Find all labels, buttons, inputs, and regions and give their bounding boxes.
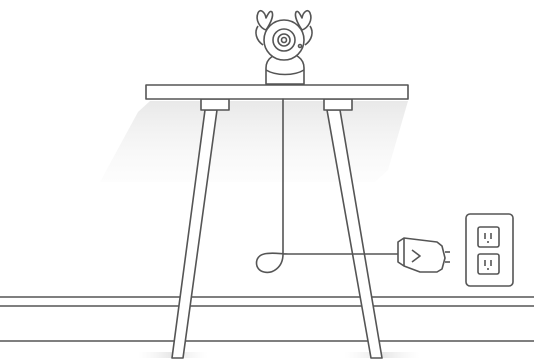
wall-outlet-icon — [466, 214, 513, 286]
power-adapter-icon — [398, 238, 450, 272]
table-leg-cap-right — [324, 99, 352, 110]
floor-baseboard — [0, 297, 534, 341]
table-top — [146, 85, 408, 99]
camera-icon — [256, 11, 312, 84]
table-shadow — [100, 101, 408, 182]
table-leg-cap-left — [201, 99, 229, 110]
